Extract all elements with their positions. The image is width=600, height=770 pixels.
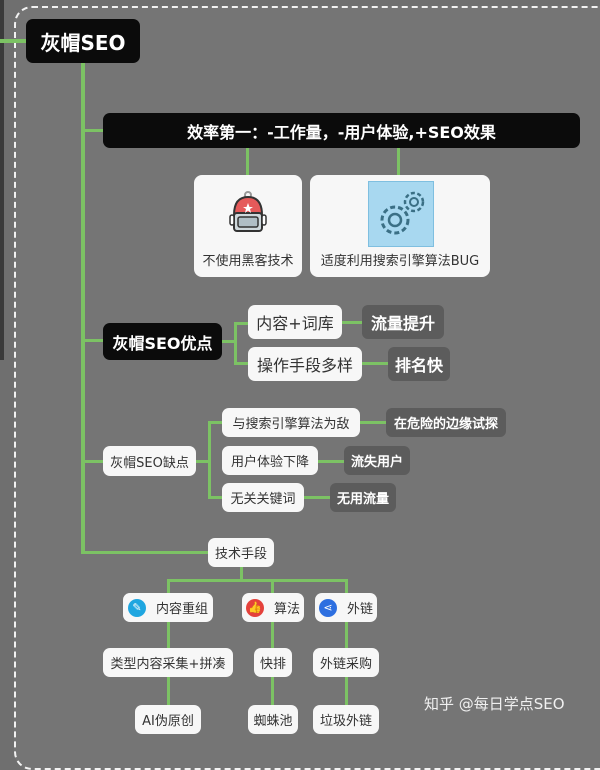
connector: [234, 362, 248, 365]
techniques-node[interactable]: 技术手段: [208, 538, 274, 567]
technique-branch-algorithm[interactable]: 👍 算法: [242, 593, 304, 622]
disadvantage-result[interactable]: 在危险的边缘试探: [386, 408, 506, 437]
connector: [342, 321, 364, 324]
connector: [196, 460, 210, 463]
connector: [0, 39, 26, 43]
advantage-result-label: 排名快: [394, 356, 443, 375]
disadvantage-item-label: 无关关键词: [230, 492, 296, 507]
disadvantages-node[interactable]: 灰帽SEO缺点: [103, 446, 196, 476]
advantage-item-label: 操作手段多样: [256, 356, 353, 375]
disadvantage-result[interactable]: 流失用户: [344, 446, 410, 475]
advantage-result[interactable]: 排名快: [388, 347, 450, 381]
card-label: 适度利用搜索引擎算法BUG: [320, 254, 480, 269]
connector: [208, 496, 222, 499]
technique-leaf[interactable]: 快排: [254, 648, 292, 677]
principle-node[interactable]: 效率第一：-工作量，-用户体验,+SEO效果: [103, 113, 580, 148]
connector: [397, 148, 400, 176]
branch-label: 内容重组: [155, 602, 208, 617]
left-panel-edge: [0, 0, 4, 360]
technique-branch-content[interactable]: ✎ 内容重组: [123, 593, 213, 622]
disadvantage-result-label: 无用流量: [336, 492, 389, 507]
leaf-label: 类型内容采集+拼凑: [110, 657, 226, 672]
connector: [81, 551, 211, 554]
connector: [360, 421, 386, 424]
branch-label: 算法: [273, 602, 300, 617]
watermark: 知乎 @每日学点SEO: [424, 695, 565, 713]
advantages-label: 灰帽SEO优点: [112, 333, 213, 353]
disadvantage-item-label: 与搜索引擎算法为敌: [232, 417, 350, 432]
leaf-label: 快排: [259, 657, 286, 672]
connector: [81, 62, 85, 554]
advantage-item[interactable]: 操作手段多样: [248, 347, 362, 381]
technique-leaf[interactable]: 垃圾外链: [313, 705, 379, 734]
technique-leaf[interactable]: AI伪原创: [135, 705, 201, 734]
disadvantage-item[interactable]: 与搜索引擎算法为敌: [222, 408, 360, 437]
connector: [240, 565, 243, 581]
connector: [81, 460, 103, 463]
branch-label: 外链: [346, 602, 373, 617]
pencil-icon: ✎: [127, 598, 146, 617]
techniques-label: 技术手段: [214, 547, 267, 562]
connector: [167, 579, 347, 582]
advantage-item[interactable]: 内容+词库: [248, 305, 342, 339]
card-label: 不使用黑客技术: [202, 254, 294, 269]
disadvantage-result-label: 流失用户: [350, 455, 403, 470]
backpack-icon: [229, 191, 267, 232]
connector: [234, 322, 237, 364]
disadvantage-item[interactable]: 无关关键词: [222, 483, 304, 512]
leaf-label: 外链采购: [319, 657, 372, 672]
advantage-result-label: 流量提升: [370, 314, 435, 333]
principle-label: 效率第一：-工作量，-用户体验,+SEO效果: [187, 122, 496, 142]
principle-card-algorithm-bug[interactable]: 适度利用搜索引擎算法BUG: [310, 175, 490, 277]
disadvantage-item-label: 用户体验下降: [230, 455, 309, 470]
advantages-node[interactable]: 灰帽SEO优点: [103, 323, 222, 360]
disadvantages-label: 灰帽SEO缺点: [110, 455, 189, 471]
leaf-label: AI伪原创: [142, 714, 194, 729]
technique-leaf[interactable]: 外链采购: [313, 648, 379, 677]
technique-leaf[interactable]: 类型内容采集+拼凑: [103, 648, 233, 677]
connector: [208, 421, 211, 498]
gears-icon: [368, 181, 434, 247]
disadvantage-result[interactable]: 无用流量: [330, 483, 396, 512]
connector: [208, 421, 222, 424]
advantage-item-label: 内容+词库: [256, 314, 334, 333]
connector: [234, 322, 248, 325]
principle-card-no-hacking[interactable]: 不使用黑客技术: [194, 175, 302, 277]
technique-branch-backlinks[interactable]: ⋖ 外链: [315, 593, 377, 622]
connector: [246, 148, 249, 176]
connector: [81, 339, 103, 342]
connector: [362, 362, 388, 365]
disadvantage-result-label: 在危险的边缘试探: [393, 417, 498, 432]
connector: [222, 340, 236, 343]
advantage-result[interactable]: 流量提升: [362, 305, 444, 339]
connector: [81, 129, 103, 132]
connector: [304, 496, 330, 499]
technique-leaf[interactable]: 蜘蛛池: [248, 705, 298, 734]
leaf-label: 垃圾外链: [319, 714, 372, 729]
connector: [318, 460, 344, 463]
leaf-label: 蜘蛛池: [253, 714, 293, 729]
thumbs-up-icon: 👍: [245, 598, 264, 617]
share-icon: ⋖: [318, 598, 337, 617]
root-label: 灰帽SEO: [40, 30, 126, 55]
disadvantage-item[interactable]: 用户体验下降: [222, 446, 318, 475]
root-node[interactable]: 灰帽SEO: [26, 19, 140, 63]
